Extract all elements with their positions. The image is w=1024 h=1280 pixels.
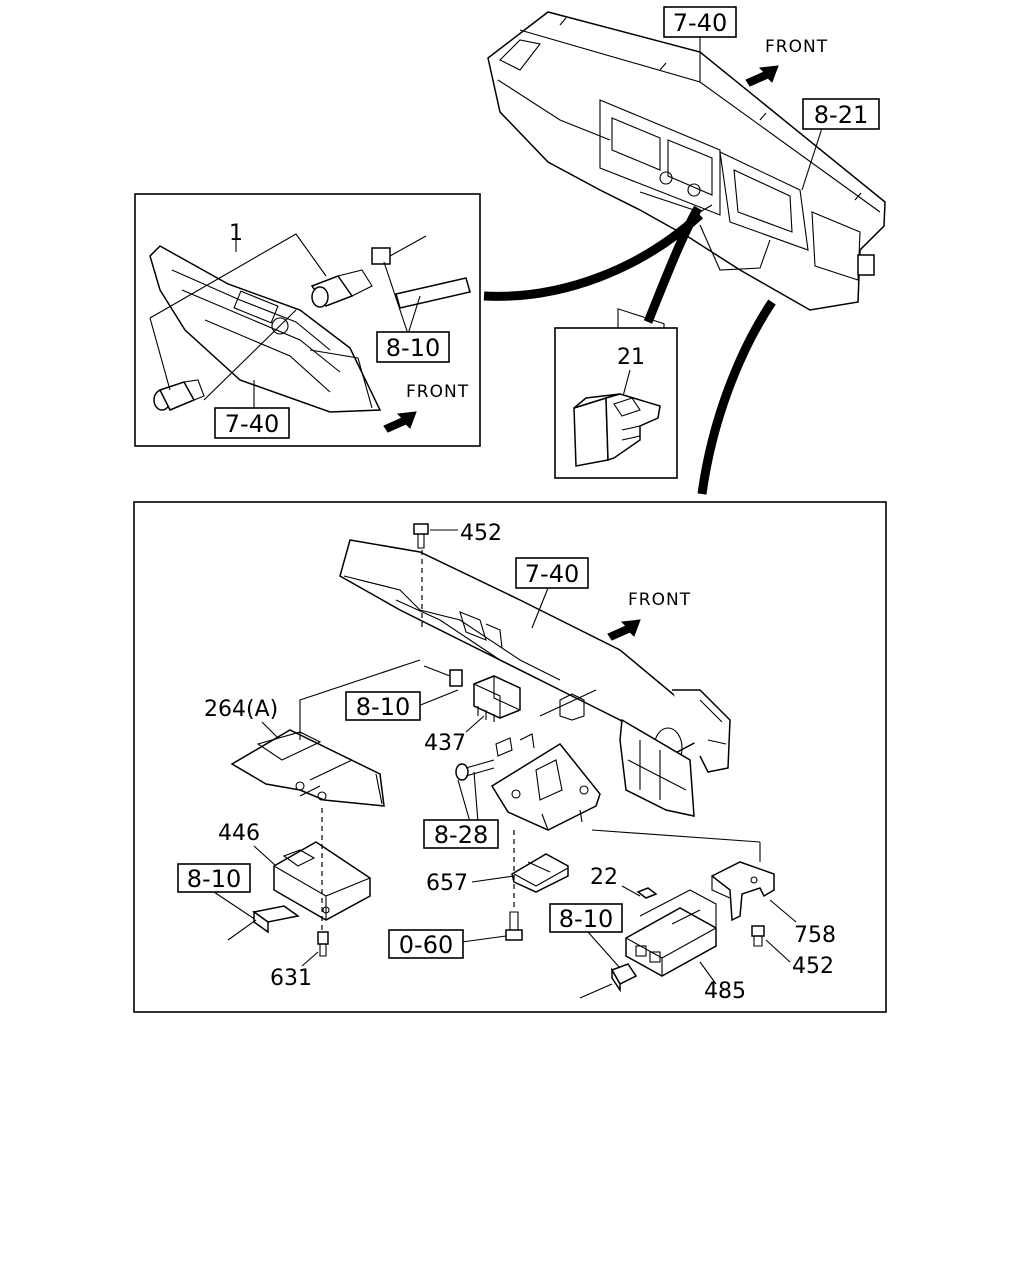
connector-left-icon (227, 905, 300, 941)
callout-21: 21 (617, 345, 645, 370)
bolt-828-icon (455, 759, 495, 781)
bracket-264-icon (230, 729, 385, 807)
rocker-switch-icon (573, 393, 661, 467)
callout-437: 437 (424, 731, 466, 756)
front-arrow-top: FRONT (745, 37, 828, 87)
bolt-top-icon (413, 523, 429, 549)
ref-main-dash-label: 7-40 (525, 560, 579, 588)
callout-631: 631 (270, 966, 312, 991)
bolt-060-icon (505, 911, 523, 941)
ref-main-connector-left-label: 8-10 (187, 865, 241, 893)
bracket-758-icon (710, 861, 775, 922)
bolt-bottom-icon (751, 925, 765, 947)
inset-switch-21: 21 (554, 327, 678, 479)
connector-icon (371, 235, 471, 309)
callout-22: 22 (590, 865, 618, 890)
callout-1: 1 (229, 221, 243, 246)
callout-452-bottom: 452 (792, 954, 834, 979)
callout-485: 485 (704, 979, 746, 1004)
connector-a-icon (423, 665, 463, 687)
callout-657: 657 (426, 871, 468, 896)
ref-top-dash-label: 7-40 (673, 9, 727, 37)
connector-right-icon (579, 963, 638, 999)
screw-631-icon (317, 931, 329, 957)
callout-264a: 264(A) (204, 697, 278, 722)
inset-switch-panel: 1 8-10 7-40 FRONT (134, 193, 481, 447)
switch-cylinder-icon (310, 269, 373, 308)
dash-crossmember (339, 539, 731, 817)
ref-inset-connector-label: 8-10 (386, 334, 440, 362)
ref-top-dash: 7-40 (663, 6, 737, 38)
ref-top-right: 8-21 (802, 98, 880, 130)
ref-main-bracket-label: 8-28 (434, 821, 488, 849)
callout-758: 758 (794, 923, 836, 948)
bracket-657-icon (511, 853, 569, 893)
callout-452-top: 452 (460, 521, 502, 546)
main-assembly: 452 7-40 FRONT 437 8-10 264(A) (133, 501, 887, 1013)
callout-446: 446 (218, 821, 260, 846)
ref-main-bolt-label: 0-60 (399, 931, 453, 959)
relay-437-icon (473, 675, 521, 722)
unit-485-icon (625, 889, 717, 977)
front-label-main: FRONT (628, 590, 691, 610)
ref-main-connector-a-label: 8-10 (356, 693, 410, 721)
front-label-inset: FRONT (406, 382, 469, 402)
dashboard-overview (487, 11, 886, 365)
front-label-top: FRONT (765, 37, 828, 57)
bracket-828-icon (490, 733, 601, 831)
switch-knob-icon (153, 379, 205, 411)
ref-main-connector-right-label: 8-10 (559, 905, 613, 933)
ref-inset-panel-label: 7-40 (225, 410, 279, 438)
ref-top-right-label: 8-21 (814, 101, 868, 129)
